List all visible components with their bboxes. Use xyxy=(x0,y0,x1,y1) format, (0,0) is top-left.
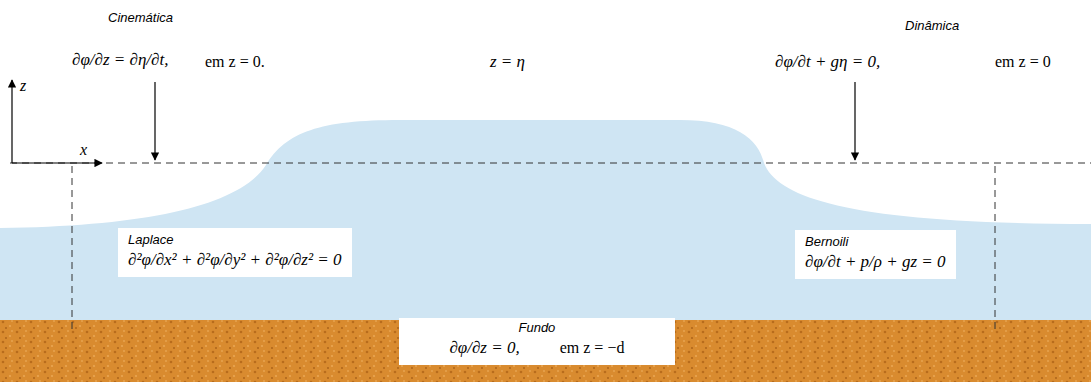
z-axis xyxy=(11,80,12,163)
equation: ∂φ/∂z = 0, xyxy=(449,337,519,359)
equation: ∂φ/∂t + gη = 0, xyxy=(775,52,880,72)
box-title: Laplace xyxy=(128,232,342,249)
pointer-arrow xyxy=(854,82,855,160)
domain-boundary xyxy=(72,166,73,330)
water-body xyxy=(0,120,1091,322)
axis-label: x xyxy=(80,140,87,159)
equation: ∂φ/∂t + p/ρ + gz = 0 xyxy=(805,251,946,273)
condition-note: em z = 0 xyxy=(995,52,1051,71)
box-title: Bernoili xyxy=(805,234,946,251)
surface-label: z = η xyxy=(490,52,525,72)
section-title: Cinemática xyxy=(108,10,173,26)
condition-note: em z = 0. xyxy=(205,52,265,71)
axis-label: z xyxy=(20,76,26,95)
equation-box: Fundo∂φ/∂z = 0, em z = −d xyxy=(399,318,675,365)
equation-box: Laplace∂²φ/∂x² + ∂²φ/∂y² + ∂²φ/∂z² = 0 xyxy=(118,228,352,277)
equation-box: Bernoili∂φ/∂t + p/ρ + gz = 0 xyxy=(795,230,956,279)
x-axis xyxy=(12,162,102,163)
domain-boundary xyxy=(995,166,996,330)
section-title: Dinâmica xyxy=(905,18,959,34)
condition-note: em z = −d xyxy=(560,338,625,359)
box-title: Fundo xyxy=(411,320,663,337)
equation: ∂²φ/∂x² + ∂²φ/∂y² + ∂²φ/∂z² = 0 xyxy=(128,249,342,271)
mean-level-line xyxy=(10,163,1091,164)
equation: ∂φ/∂z = ∂η/∂t, xyxy=(72,50,168,70)
pointer-arrow xyxy=(154,82,155,160)
